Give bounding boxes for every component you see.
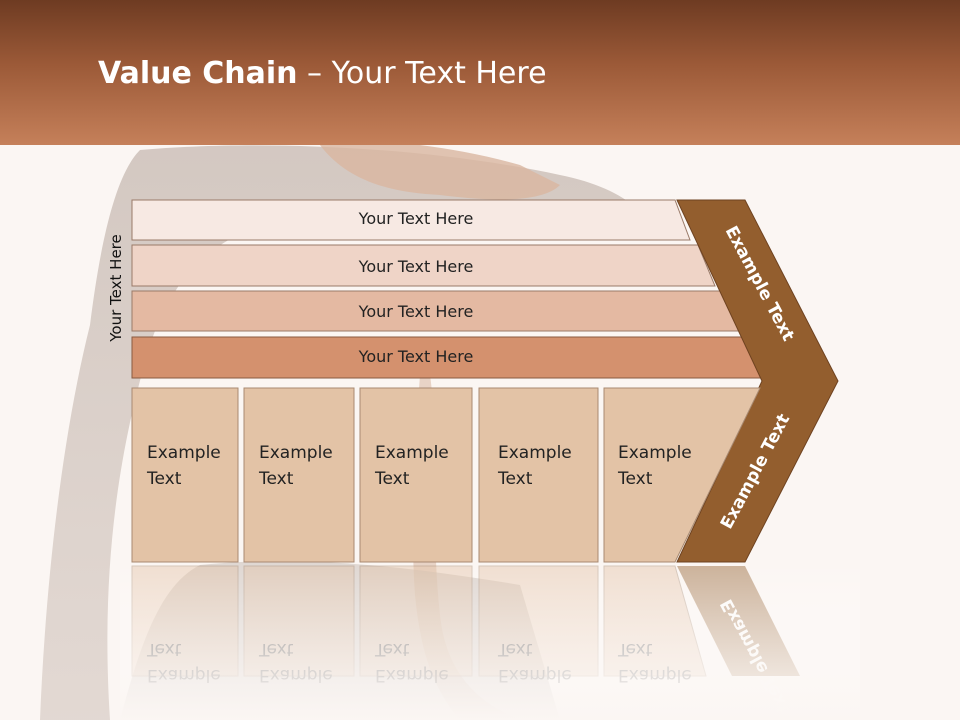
primary-box-1[interactable]: Example Text: [131, 387, 239, 563]
slide-title[interactable]: Value Chain – Your Text Here: [98, 56, 547, 91]
primary-box-4-line2: Text: [497, 469, 533, 489]
support-row-2-shape: [131, 244, 716, 287]
primary-box-1-line2: Text: [146, 469, 182, 489]
primary-box-4-shape: [478, 387, 599, 563]
primary-box-1-shape: [131, 387, 239, 563]
primary-box-4[interactable]: Example Text: [478, 387, 599, 563]
primary-box-3-shape: [359, 387, 473, 563]
primary-box-3[interactable]: Example Text: [359, 387, 473, 563]
primary-box-3-line1: Example: [375, 443, 449, 463]
primary-box-5-line2: Text: [617, 469, 653, 489]
primary-box-2-shape: [243, 387, 355, 563]
primary-box-2-line1: Example: [259, 443, 333, 463]
primary-box-3-line2: Text: [374, 469, 410, 489]
title-rest: – Your Text Here: [297, 56, 547, 91]
support-row-1-label: Your Text Here: [358, 209, 474, 228]
primary-box-1-line1: Example: [147, 443, 221, 463]
support-row-1[interactable]: Your Text Here: [131, 199, 691, 241]
support-row-3[interactable]: Your Text Here: [131, 290, 740, 332]
primary-box-2-line2: Text: [258, 469, 294, 489]
support-row-4[interactable]: Your Text Here: [131, 336, 765, 379]
primary-box-5-line1: Example: [618, 443, 692, 463]
title-bold: Value Chain: [98, 56, 298, 91]
support-row-1-shape: [131, 199, 691, 241]
support-row-3-label: Your Text Here: [358, 302, 474, 321]
primary-box-4-line1: Example: [498, 443, 572, 463]
support-row-4-label: Your Text Here: [358, 347, 474, 366]
primary-box-5[interactable]: Example Text: [603, 387, 761, 563]
support-row-2-label: Your Text Here: [358, 257, 474, 276]
primary-box-2[interactable]: Example Text: [243, 387, 355, 563]
reflection-fade: [120, 562, 860, 720]
support-row-2[interactable]: Your Text Here: [131, 244, 716, 287]
title-banner: [0, 0, 960, 145]
